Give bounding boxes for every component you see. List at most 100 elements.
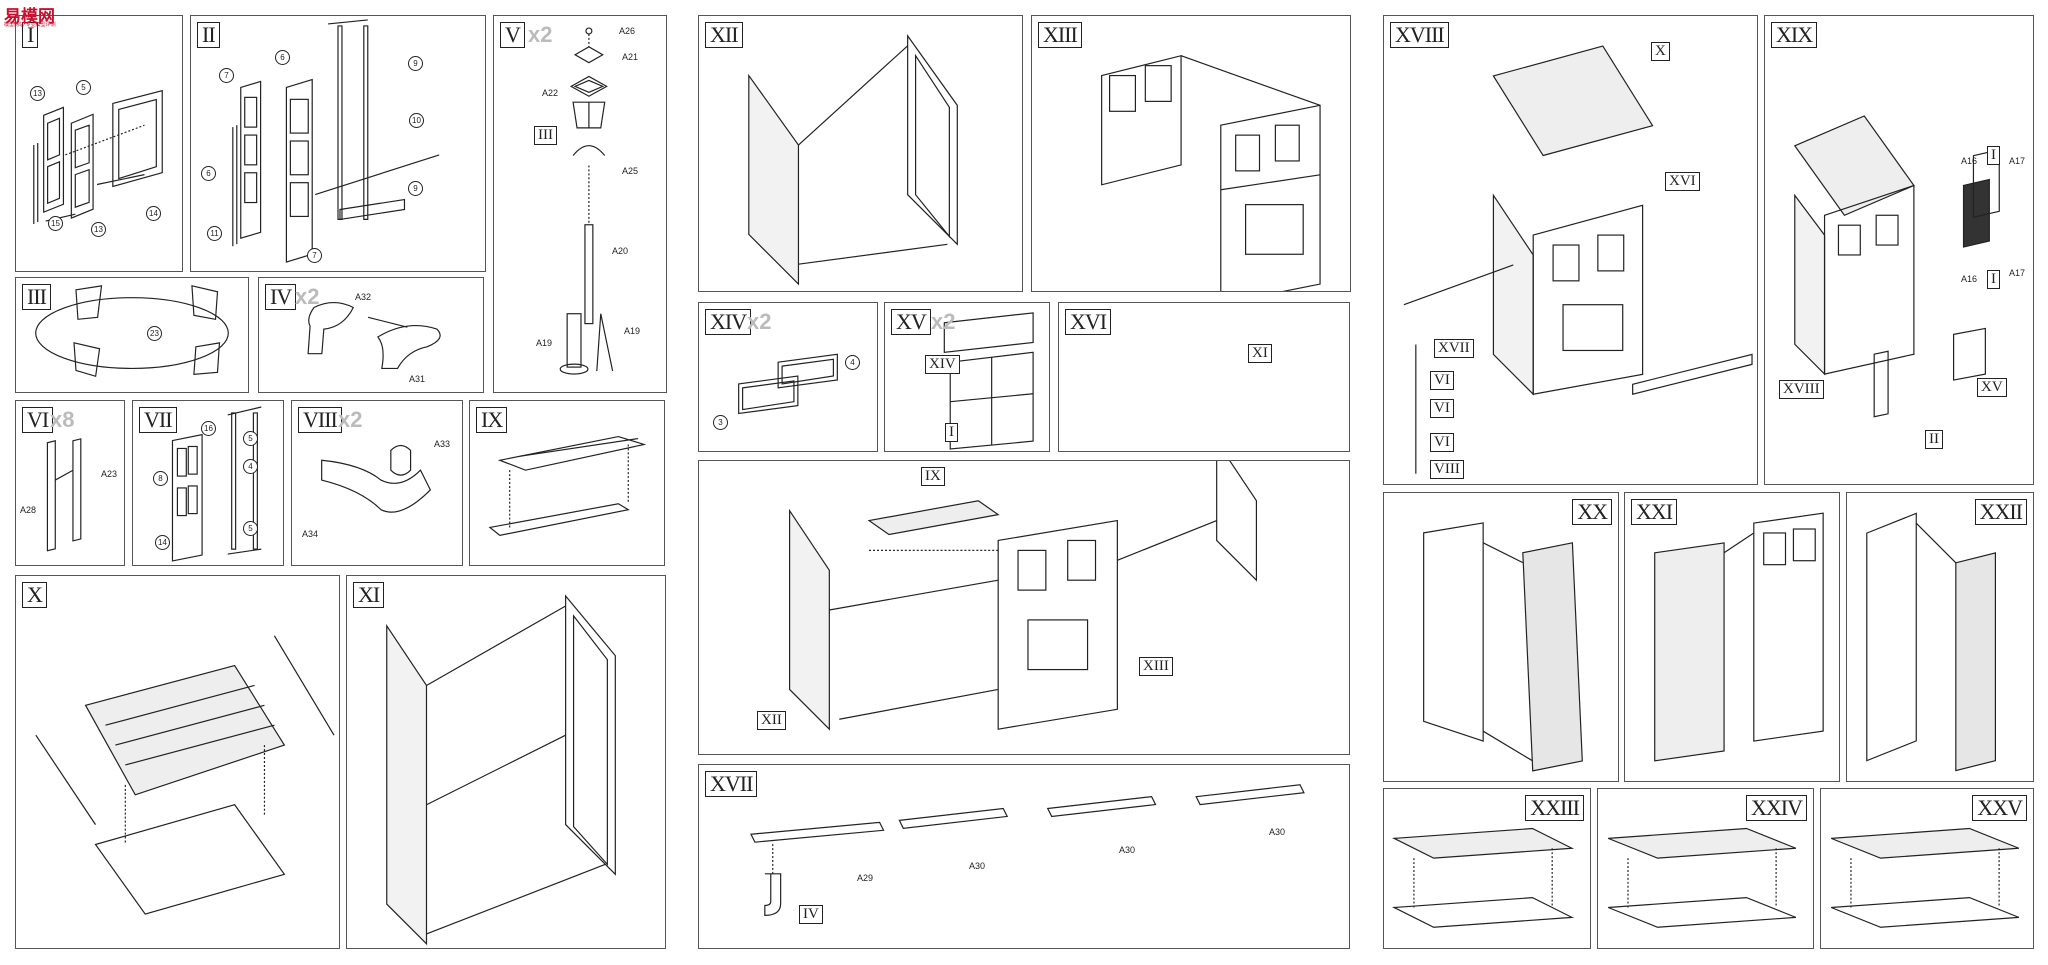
part-18: 8 — [153, 471, 168, 486]
multiplier: x2 — [931, 309, 956, 334]
house-assembly-art — [789, 461, 1258, 731]
part-a19-b: A19 — [624, 326, 641, 336]
step-label: XVI — [1065, 309, 1112, 335]
window-pair-art — [738, 353, 838, 415]
step-label: XIX — [1771, 22, 1818, 48]
part-7-a: 7 — [219, 68, 234, 83]
part-a20: A20 — [612, 246, 629, 256]
part-a31: A31 — [409, 374, 426, 384]
panel-step-xvii: XVII A29 A30 A30 A30 IV — [698, 764, 1350, 949]
step-label: XX — [1572, 499, 1612, 525]
ref-step-i-a: I — [1987, 146, 2000, 165]
part-a28: A28 — [20, 505, 37, 515]
ref-step-iv: IV — [799, 905, 823, 924]
panel-step-x: X — [15, 575, 340, 949]
ref-step-ix: IX — [921, 467, 945, 486]
ref-step-i-b: I — [1987, 270, 2000, 289]
panel-step-xiv: XIV x2 4 3 — [698, 302, 878, 452]
awning-art — [488, 435, 647, 536]
part-a30-b: A30 — [1119, 845, 1136, 855]
part-7-b: 7 — [307, 248, 322, 263]
step-label: IV — [265, 284, 297, 310]
part-23: 23 — [147, 326, 162, 341]
window-frame-art — [33, 89, 163, 225]
panel-step-xxii: XXII — [1846, 492, 2034, 782]
step-label: III — [22, 284, 51, 310]
part-6-b: 6 — [201, 166, 216, 181]
ref-step-xvii: XVII — [1434, 339, 1474, 358]
part-11: 11 — [207, 226, 222, 241]
gable-walls-art — [386, 594, 616, 946]
part-6-a: 6 — [275, 50, 290, 65]
part-13-a: 13 — [30, 86, 45, 101]
step-label: XXIV — [1746, 795, 1807, 821]
ref-step-xiv: XIV — [925, 355, 960, 374]
roof-assembly-art — [35, 635, 335, 915]
panel-step-vii: VII 16 5 4 8 14 5 — [132, 400, 284, 566]
panel-step-xii: XII — [698, 15, 1023, 292]
part-4: 4 — [243, 459, 258, 474]
step-label: V — [500, 22, 525, 48]
panel-step-xxiv: XXIV — [1597, 788, 1814, 949]
base-plate-art — [1608, 827, 1797, 928]
step-label: XII — [705, 22, 743, 48]
step-label: XVII — [705, 771, 758, 797]
part-a32: A32 — [355, 292, 372, 302]
part-a25: A25 — [622, 166, 639, 176]
panel-step-xx: XX — [1383, 492, 1619, 782]
part-a34: A34 — [302, 529, 319, 539]
part-a17-b: A17 — [2009, 268, 2026, 278]
ref-step-iii: III — [534, 126, 557, 145]
multiplier: x2 — [338, 407, 363, 432]
panel-step-xi: XI — [346, 575, 666, 949]
base-plate-art — [1830, 827, 2020, 928]
panel-step-ix: IX — [469, 400, 665, 566]
step-label: XI — [353, 582, 385, 608]
panel-step-v: V x2 A26 A21 A22 III A25 A20 A19 A19 — [493, 15, 667, 393]
ruined-side-wall-art — [1866, 512, 1996, 772]
step-label: II — [197, 22, 220, 48]
panel-step-xxiii: XXIII — [1383, 788, 1591, 949]
part-a26: A26 — [619, 26, 636, 36]
base-plate-art — [1391, 827, 1575, 928]
panel-step-ii: II 7 6 9 10 6 9 11 7 — [190, 15, 486, 272]
door-frame-art — [232, 19, 440, 263]
ref-step-vi-a: VI — [1430, 371, 1454, 390]
part-a30-a: A30 — [969, 861, 986, 871]
panel-step-i: I 13 5 15 13 14 — [15, 15, 183, 272]
ref-step-x: X — [1651, 42, 1670, 61]
panel-step-iii: III 23 — [15, 277, 249, 393]
gutter-bracket-art — [321, 444, 432, 513]
step-label: XXV — [1972, 795, 2027, 821]
ref-step-xvi: XVI — [1665, 172, 1700, 191]
street-lamp-art — [559, 27, 614, 375]
ref-step-xviii: XVIII — [1779, 380, 1824, 399]
part-a29: A29 — [857, 873, 874, 883]
step-label: I — [22, 22, 39, 48]
panel-step-xxi: XXI — [1624, 492, 1840, 782]
step-label: VIII — [298, 407, 342, 433]
part-13-b: 13 — [91, 222, 106, 237]
ref-step-xiii: XIII — [1139, 657, 1173, 676]
part-a33: A33 — [434, 439, 451, 449]
part-14: 14 — [146, 206, 161, 221]
part-a30-c: A30 — [1269, 827, 1286, 837]
panel-step-vi: VI x8 A23 A28 — [15, 400, 125, 566]
panel-step-viii: VIII x2 A33 A34 — [291, 400, 463, 566]
window-assembly-art — [943, 312, 1034, 450]
watermark-logo: 易模网 模型网站·专业模型评测 — [2, 2, 74, 28]
part-3: 3 — [713, 415, 728, 430]
ref-step-i: I — [945, 423, 958, 442]
part-10: 10 — [409, 113, 424, 128]
downpipe-art — [307, 301, 441, 370]
step-label: VI — [22, 407, 54, 433]
ruined-facade-art — [1654, 512, 1824, 762]
part-14-b: 14 — [155, 535, 170, 550]
step-label: X — [22, 582, 47, 608]
ref-step-xv: XV — [1977, 378, 2007, 397]
ref-step-vi-b: VI — [1430, 399, 1454, 418]
panel-step-xv: XV x2 XIV I — [884, 302, 1050, 452]
ref-step-vi-c: VI — [1430, 433, 1454, 452]
panel-step-iv: IV x2 A32 A31 — [258, 277, 484, 393]
panel-step-xxv: XXV — [1820, 788, 2034, 949]
